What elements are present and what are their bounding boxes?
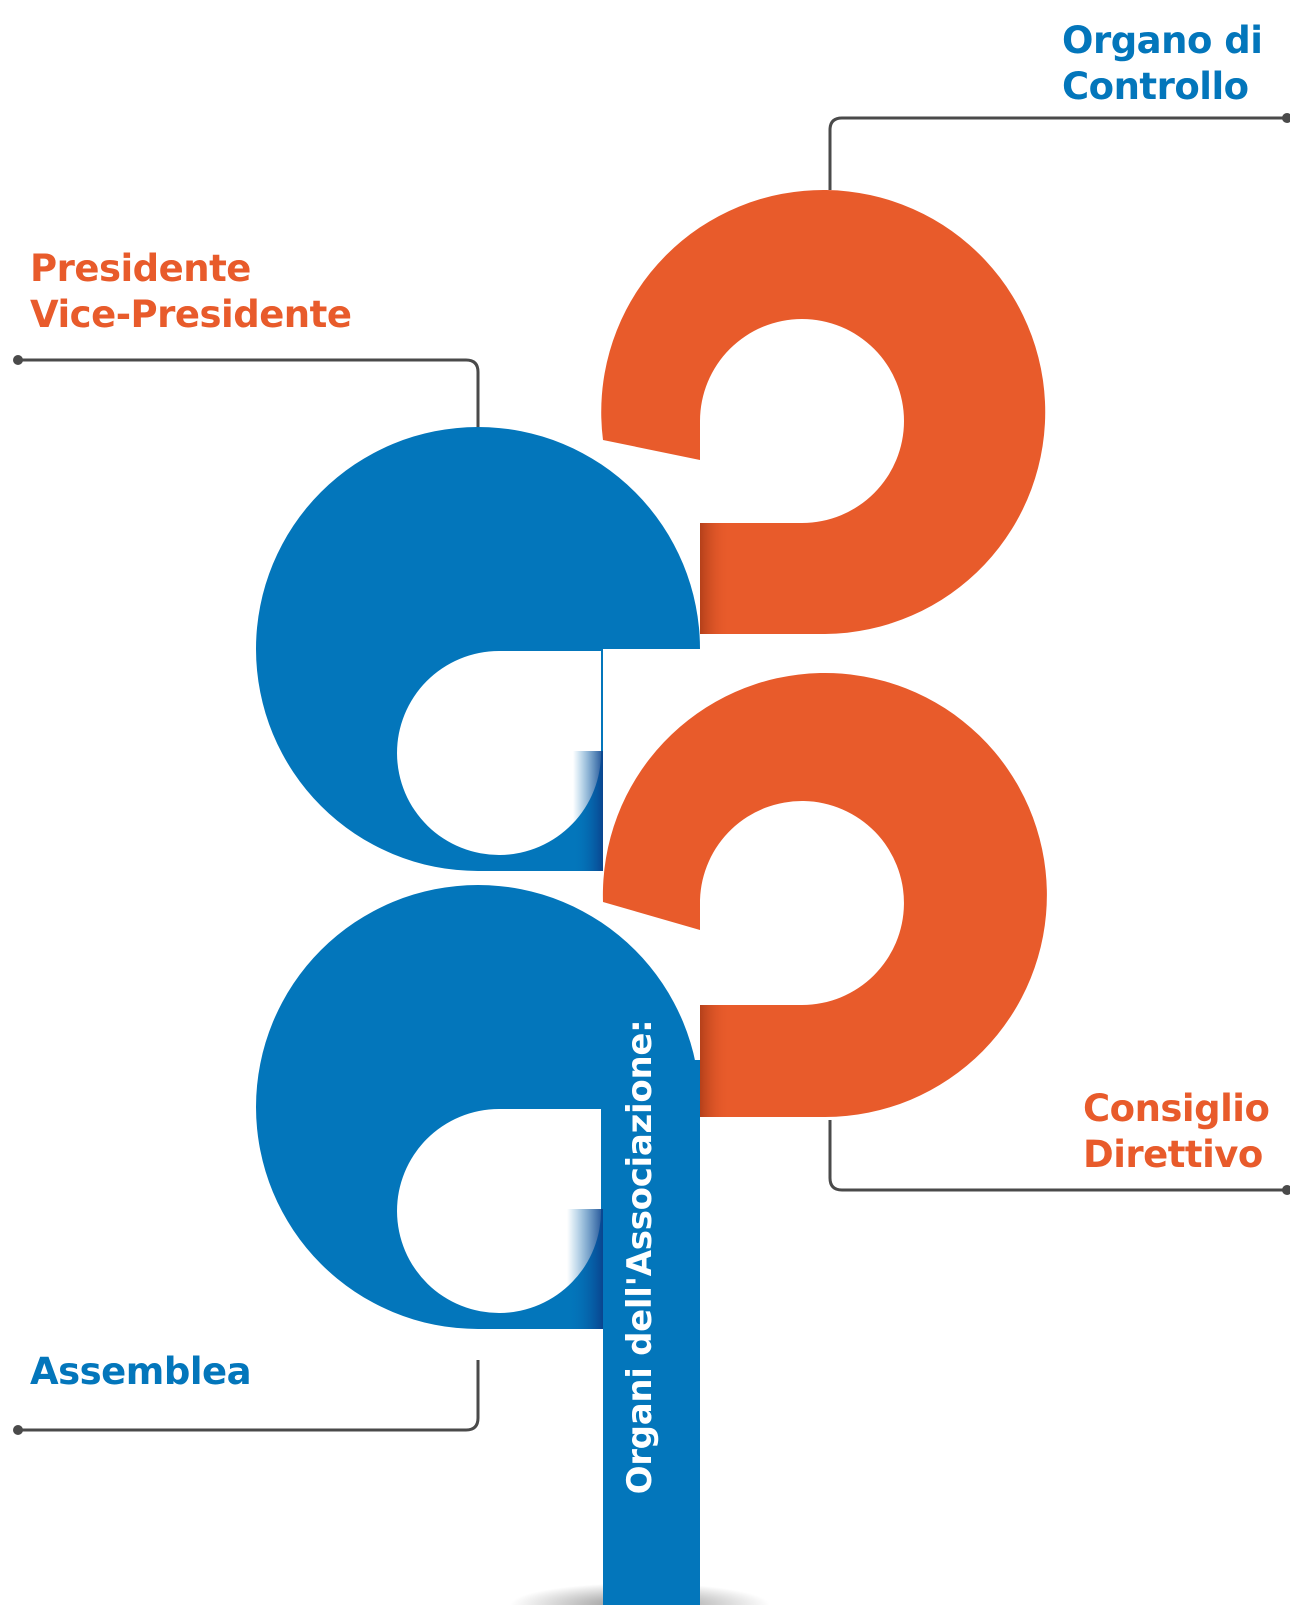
dot-organo-controllo: [1282, 113, 1290, 123]
leaf-bottom-right-shade: [700, 1005, 730, 1117]
connector-organo-controllo: [828, 116, 1288, 190]
connector-assemblea: [18, 1360, 480, 1432]
label-presidente: Presidente Vice-Presidente: [30, 246, 352, 338]
connector-dots: [13, 113, 1290, 1435]
leaf-top-right-shade: [700, 523, 730, 634]
title-text: Organi dell'Associazione:: [620, 1019, 660, 1495]
label-organo-line-1: Organo di: [1062, 19, 1263, 62]
stem: [603, 1060, 700, 1605]
label-consiglio-line-1: Consiglio: [1083, 1087, 1270, 1130]
label-assemblea: Assemblea: [30, 1349, 252, 1395]
label-consiglio: Consiglio Direttivo: [1083, 1086, 1270, 1178]
label-consiglio-line-2: Direttivo: [1083, 1133, 1263, 1176]
leaf-top-left: [256, 427, 700, 871]
leaf-top-left-shade: [573, 751, 603, 871]
leaf-bottom-left-shade: [567, 1209, 603, 1329]
label-assemblea-line-1: Assemblea: [30, 1350, 252, 1393]
label-organo-line-2: Controllo: [1062, 65, 1249, 108]
dot-consiglio: [1282, 1185, 1290, 1195]
connector-presidente: [18, 358, 480, 430]
connector-consiglio: [828, 1120, 1288, 1192]
connectors: [18, 116, 1288, 1432]
label-presidente-line-2: Vice-Presidente: [30, 293, 352, 336]
dot-presidente: [13, 355, 23, 365]
label-organo-controllo: Organo di Controllo: [1062, 18, 1263, 110]
leaf-bottom-left: [256, 885, 700, 1605]
label-presidente-line-1: Presidente: [30, 247, 251, 290]
dot-assemblea: [13, 1425, 23, 1435]
